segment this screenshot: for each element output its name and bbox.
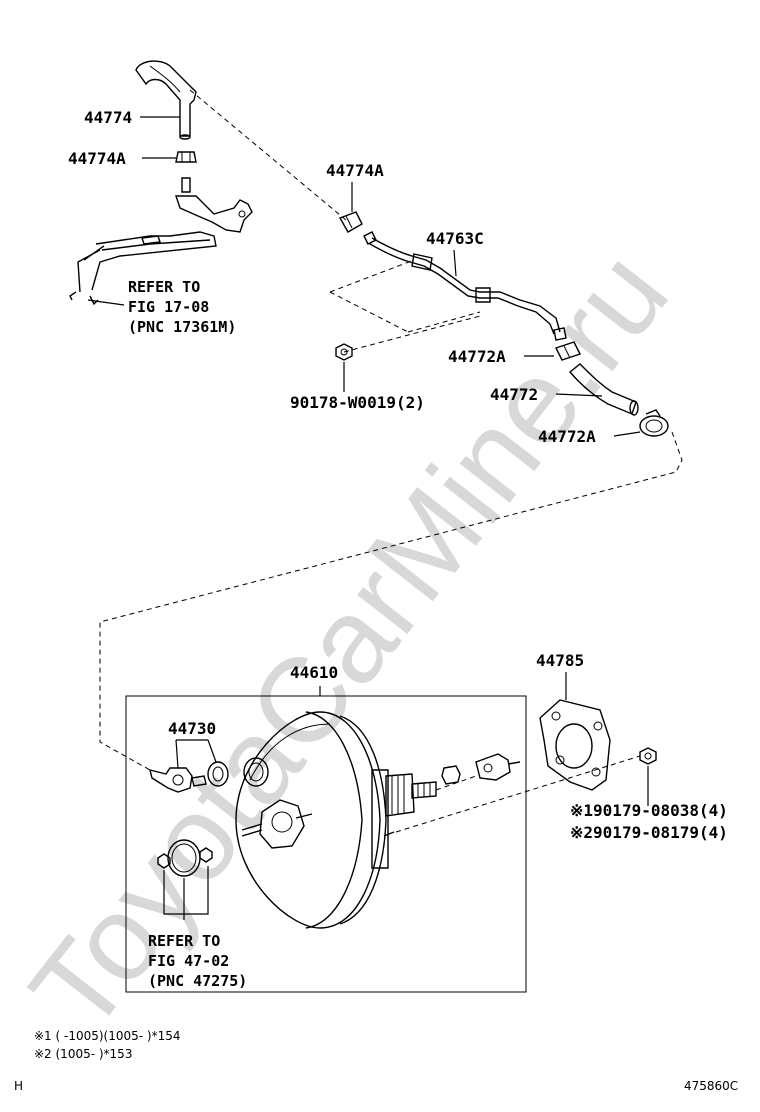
refer-lower-line2: FIG 47-02 <box>148 952 229 970</box>
refer-lower-line3: (PNC 47275) <box>148 972 247 990</box>
label-44763c: 44763C <box>426 229 484 248</box>
pushrod-parts <box>441 753 521 785</box>
footer-left: H <box>14 1079 23 1093</box>
label-90178: 90178-W0019(2) <box>290 393 425 412</box>
label-44730: 44730 <box>168 719 216 738</box>
check-valve-44730 <box>149 757 269 793</box>
gasket-44785 <box>539 699 611 791</box>
watermark: ToyotaCarMine.ru <box>5 227 694 1056</box>
label-90179-2: ※290179-08179(4) <box>570 823 728 842</box>
footnote-1: ※1 ( -1005)(1005- )*154 <box>34 1029 181 1043</box>
footer-right: 475860C <box>684 1079 738 1093</box>
clip-44774a-left <box>175 151 197 163</box>
label-44774: 44774 <box>84 108 132 127</box>
refer-upper-line2: FIG 17-08 <box>128 298 209 316</box>
refer-upper-line1: REFER TO <box>128 278 200 296</box>
hose-44772 <box>568 363 639 416</box>
nut-90179 <box>639 747 657 765</box>
label-44610: 44610 <box>290 663 338 682</box>
clip-44772a-lower <box>639 409 669 437</box>
label-44785: 44785 <box>536 651 584 670</box>
hose-44774 <box>135 60 197 140</box>
booster-assembly-box <box>125 695 527 993</box>
label-90179-1: ※190179-08038(4) <box>570 801 728 820</box>
label-44772: 44772 <box>490 385 538 404</box>
refer-lower-line1: REFER TO <box>148 932 220 950</box>
clip-44774a-right <box>338 211 363 233</box>
grommet-parts <box>157 839 213 877</box>
label-44774a-left: 44774A <box>68 149 126 168</box>
clip-44772a-upper <box>555 341 581 361</box>
label-44772a-upper: 44772A <box>448 347 506 366</box>
label-44772a-lower: 44772A <box>538 427 596 446</box>
refer-upper-line3: (PNC 17361M) <box>128 318 236 336</box>
nut-90178 <box>335 343 353 361</box>
fuel-pipe-assembly <box>69 177 253 306</box>
brake-booster-44610 <box>235 711 437 929</box>
footnote-2: ※2 (1005- )*153 <box>34 1047 132 1061</box>
label-44774a-right: 44774A <box>326 161 384 180</box>
